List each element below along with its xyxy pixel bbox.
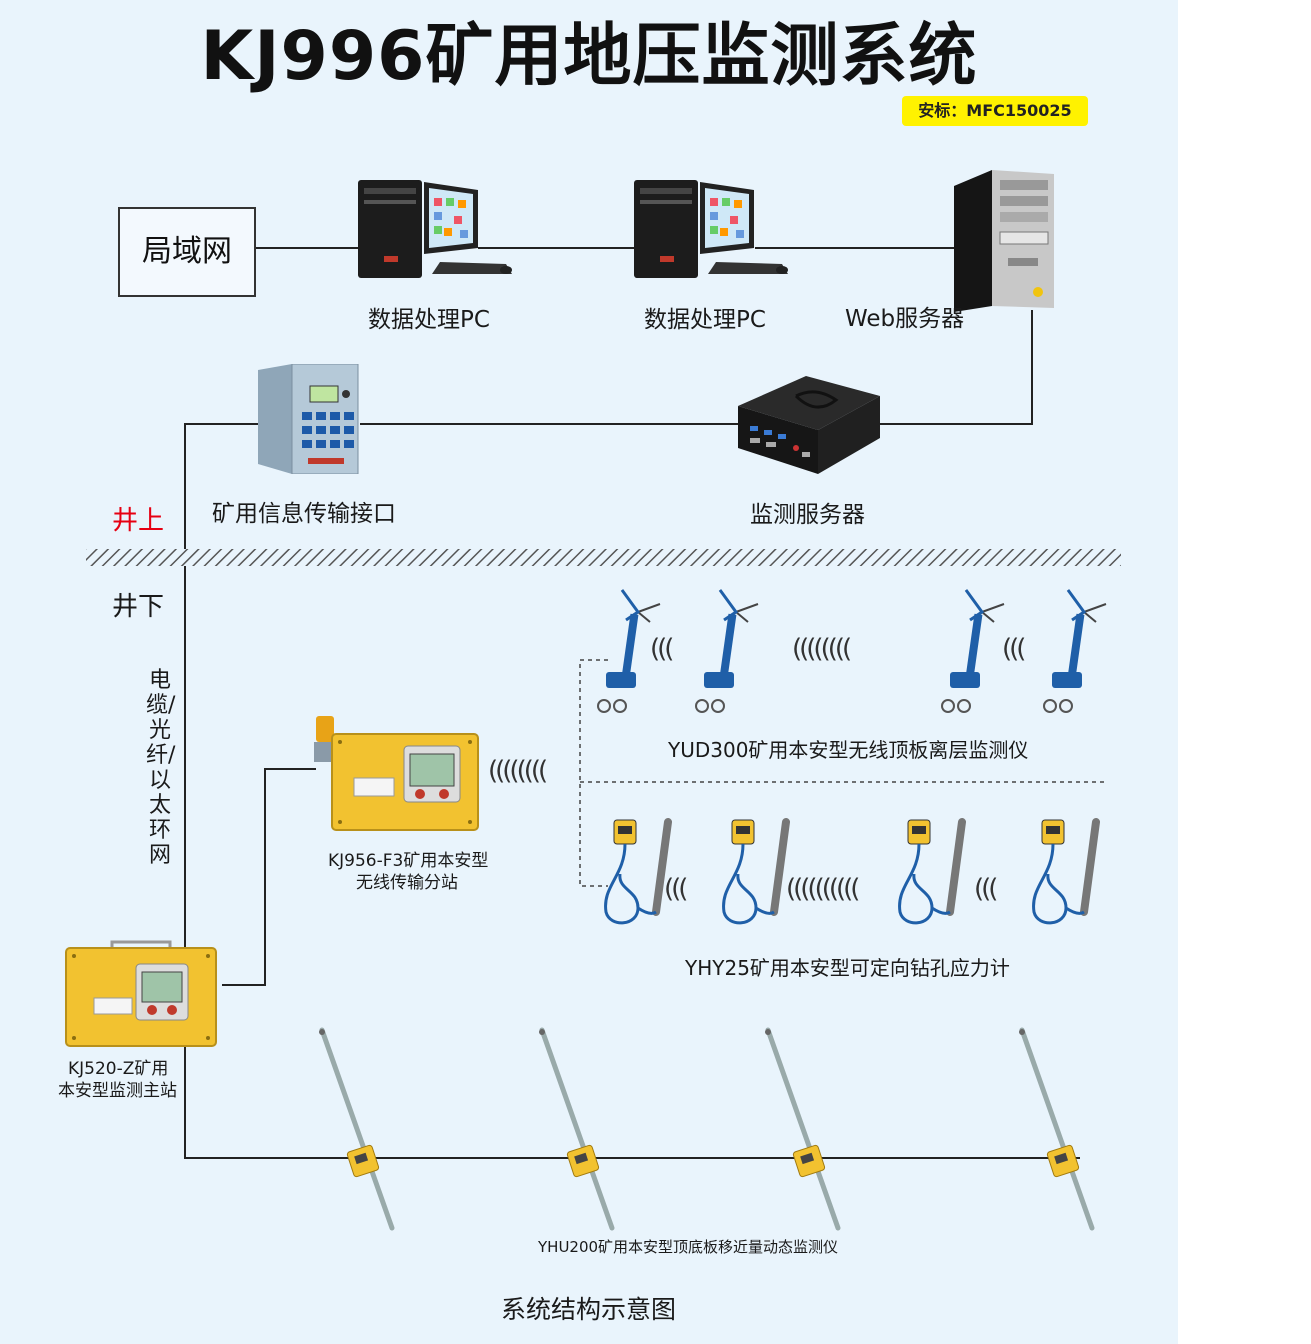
interface-cabinet-icon (258, 364, 359, 474)
monitor-server-icon (738, 376, 880, 474)
ground-level-divider (86, 549, 1121, 566)
wireless-signal-icon: ((( (1002, 634, 1027, 664)
pc2-label: 数据处理PC (644, 307, 766, 333)
convergence-meter-icon (319, 1027, 395, 1231)
monitor-server-label: 监测服务器 (750, 502, 865, 528)
substation-label-line1: KJ956-F3矿用本安型 (328, 851, 489, 871)
wireless-signal-icon: ((( (664, 874, 689, 904)
borehole-stress-gauge-icon (1032, 818, 1100, 925)
interface-label: 矿用信息传输接口 (212, 501, 396, 527)
substation-label-line2: 无线传输分站 (356, 873, 458, 893)
main-station-device-icon (65, 940, 217, 1047)
pc-icon (634, 180, 788, 278)
roof-separation-sensor-icon (695, 589, 759, 713)
web-server-label: Web服务器 (845, 306, 965, 332)
yud300-label: YUD300矿用本安型无线顶板离层监测仪 (668, 738, 1029, 762)
cert-badge: 安标：MFC150025 (902, 96, 1088, 126)
below-ground-label: 井下 (112, 592, 165, 622)
roof-separation-sensor-icon (1043, 589, 1107, 713)
server-tower-icon (954, 170, 1054, 312)
yhu200-label: YHU200矿用本安型顶底板移近量动态监测仪 (538, 1238, 839, 1256)
yhy25-label: YHY25矿用本安型可定向钻孔应力计 (685, 956, 1010, 980)
main-station-label-line1: KJ520-Z矿用 (68, 1059, 169, 1079)
convergence-meter-icon (765, 1027, 841, 1231)
above-ground-label: 井上 (112, 506, 165, 536)
cable-type-label: 电缆/光纤/以太环网 (146, 668, 176, 868)
diagram-caption: 系统结构示意图 (501, 1295, 677, 1324)
roof-separation-sensor-icon (597, 589, 661, 713)
connection-lines (86, 247, 1121, 1159)
convergence-meter-icon (539, 1027, 615, 1231)
diagram-canvas: KJ996矿用地压监测系统 安标：MFC150025 局域网 数据处理PC 数据… (0, 0, 1178, 1344)
pc-icon (358, 180, 512, 278)
borehole-stress-gauge-icon (604, 818, 672, 925)
convergence-meter-icon (1019, 1027, 1095, 1231)
wireless-signal-icon: (((((((( (488, 756, 548, 786)
wireless-signal-icon: (((((((((( (786, 874, 860, 904)
roof-separation-sensor-icon (941, 589, 1005, 713)
wireless-signal-icon: ((( (974, 874, 999, 904)
borehole-stress-gauge-icon (898, 818, 966, 925)
borehole-stress-gauge-icon (722, 818, 790, 925)
lan-node: 局域网 (118, 207, 256, 297)
wireless-signal-icon: (((((((( (792, 634, 852, 664)
wireless-signal-icon: ((( (650, 634, 675, 664)
pc1-label: 数据处理PC (368, 307, 490, 333)
page-title: KJ996矿用地压监测系统 (200, 17, 978, 96)
main-station-label-line2: 本安型监测主站 (58, 1081, 177, 1101)
substation-device-icon (314, 716, 479, 831)
